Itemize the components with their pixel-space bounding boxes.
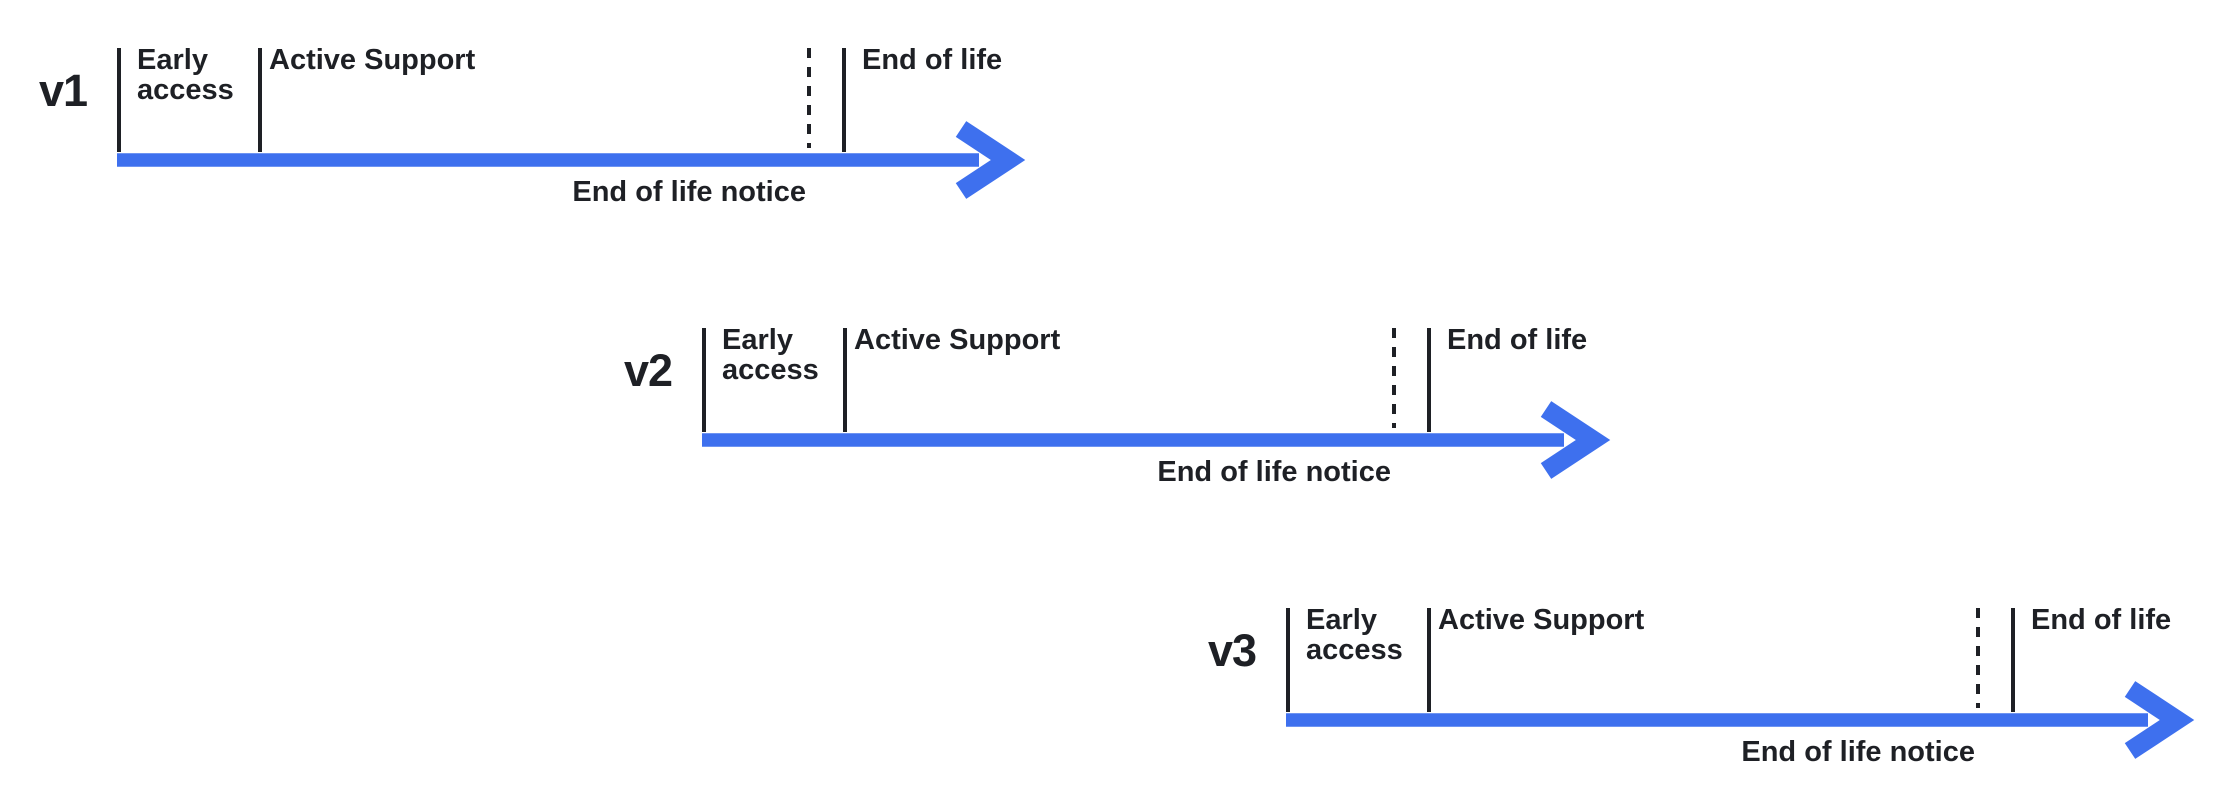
timeline-arrow: [117, 121, 1026, 199]
eol-notice-label: End of life notice: [1741, 736, 1975, 768]
timeline-v1: v1 Early access Active Support End of li…: [39, 44, 1037, 248]
end-of-life-label: End of life: [1447, 324, 1588, 356]
version-label: v3: [1207, 625, 1257, 676]
early-access-label: Early access: [722, 324, 819, 386]
early-access-start-tick: [117, 48, 121, 152]
active-support-label: Active Support: [1438, 604, 1645, 636]
end-of-life-label: End of life: [2031, 604, 2172, 636]
early-access-start-tick: [1286, 608, 1290, 712]
eol-notice-dashed-line: [807, 48, 811, 148]
early-access-label: Early access: [137, 44, 234, 106]
active-support-start-tick: [843, 328, 847, 432]
active-support-label: Active Support: [269, 44, 476, 76]
eol-notice-dashed-line: [1976, 608, 1980, 708]
active-support-start-tick: [258, 48, 262, 152]
early-access-start-tick: [702, 328, 706, 432]
version-label: v2: [623, 345, 673, 396]
timeline-arrow: [1286, 681, 2195, 759]
active-support-label: Active Support: [854, 324, 1061, 356]
timeline-v2: v2 Early access Active Support End of li…: [624, 324, 1622, 528]
eol-notice-label: End of life notice: [572, 176, 806, 208]
early-access-label: Early access: [1306, 604, 1403, 666]
timeline-v3: v3 Early access Active Support End of li…: [1208, 604, 2206, 808]
timeline-arrow: [702, 401, 1611, 479]
end-of-life-tick: [842, 48, 846, 152]
active-support-start-tick: [1427, 608, 1431, 712]
end-of-life-label: End of life: [862, 44, 1003, 76]
end-of-life-tick: [1427, 328, 1431, 432]
version-label: v1: [38, 65, 88, 116]
eol-notice-dashed-line: [1392, 328, 1396, 428]
eol-notice-label: End of life notice: [1157, 456, 1391, 488]
end-of-life-tick: [2011, 608, 2015, 712]
